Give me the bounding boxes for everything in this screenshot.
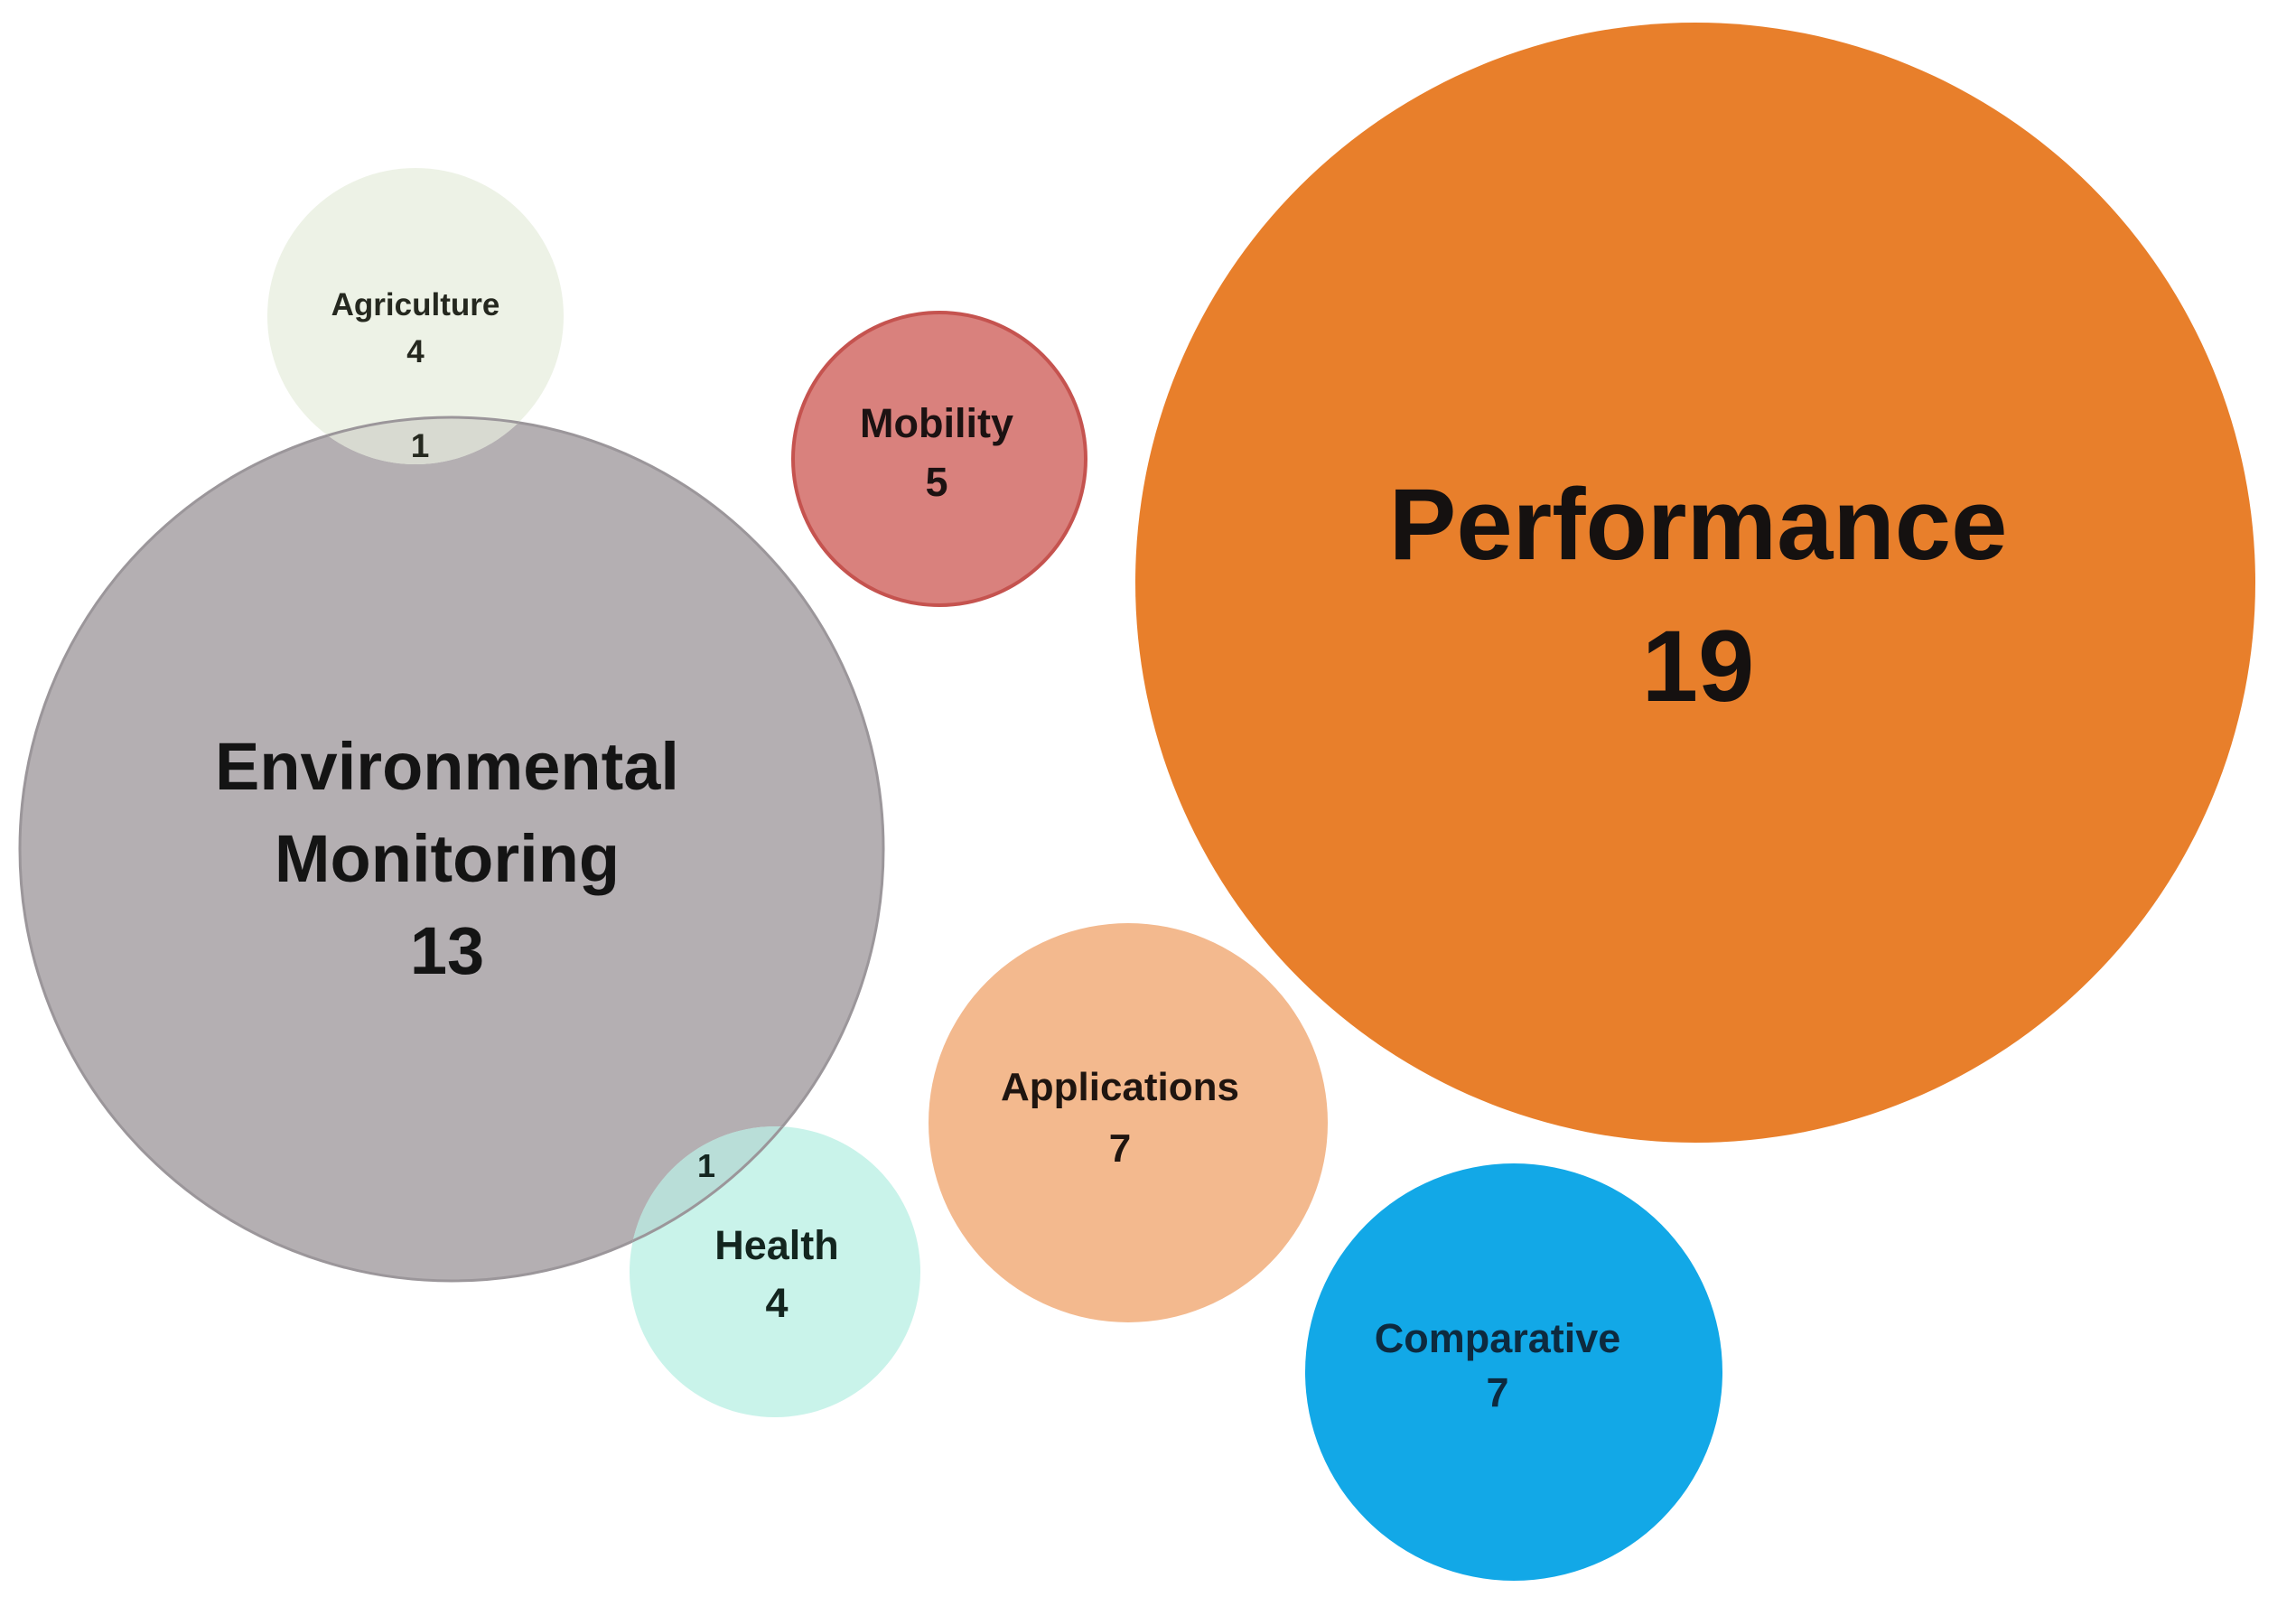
overlap-health-envmon-value: 1 xyxy=(697,1147,715,1184)
bubble-agriculture-value: 4 xyxy=(406,334,425,369)
overlap-agriculture-envmon-arc xyxy=(267,416,564,464)
bubble-environmental-monitoring-label-line2: Monitoring xyxy=(275,821,620,896)
bubble-mobility xyxy=(791,311,1087,607)
bubble-performance-label: Performance xyxy=(1389,468,2008,581)
bubble-performance xyxy=(1135,23,2255,1143)
bubble-health-label: Health xyxy=(714,1222,839,1268)
bubble-comparative xyxy=(1305,1163,1722,1581)
bubble-health-value: 4 xyxy=(765,1280,788,1326)
bubble-mobility-label: Mobility xyxy=(860,400,1013,446)
bubble-agriculture-label: Agriculture xyxy=(331,287,500,322)
bubble-applications-value: 7 xyxy=(1109,1126,1131,1171)
overlap-agriculture-envmon-value: 1 xyxy=(411,427,430,464)
bubble-performance-value: 19 xyxy=(1642,610,1755,723)
bubble-environmental-monitoring-value: 13 xyxy=(410,913,484,988)
bubble-agriculture xyxy=(267,168,564,464)
bubble-comparative-value: 7 xyxy=(1486,1369,1508,1415)
bubble-comparative-label: Comparative xyxy=(1375,1315,1621,1361)
bubble-environmental-monitoring-label-line1: Environmental xyxy=(215,729,679,804)
bubble-applications xyxy=(929,923,1328,1322)
bubble-applications-label: Applications xyxy=(1001,1065,1239,1109)
bubble-mobility-value: 5 xyxy=(925,459,947,505)
